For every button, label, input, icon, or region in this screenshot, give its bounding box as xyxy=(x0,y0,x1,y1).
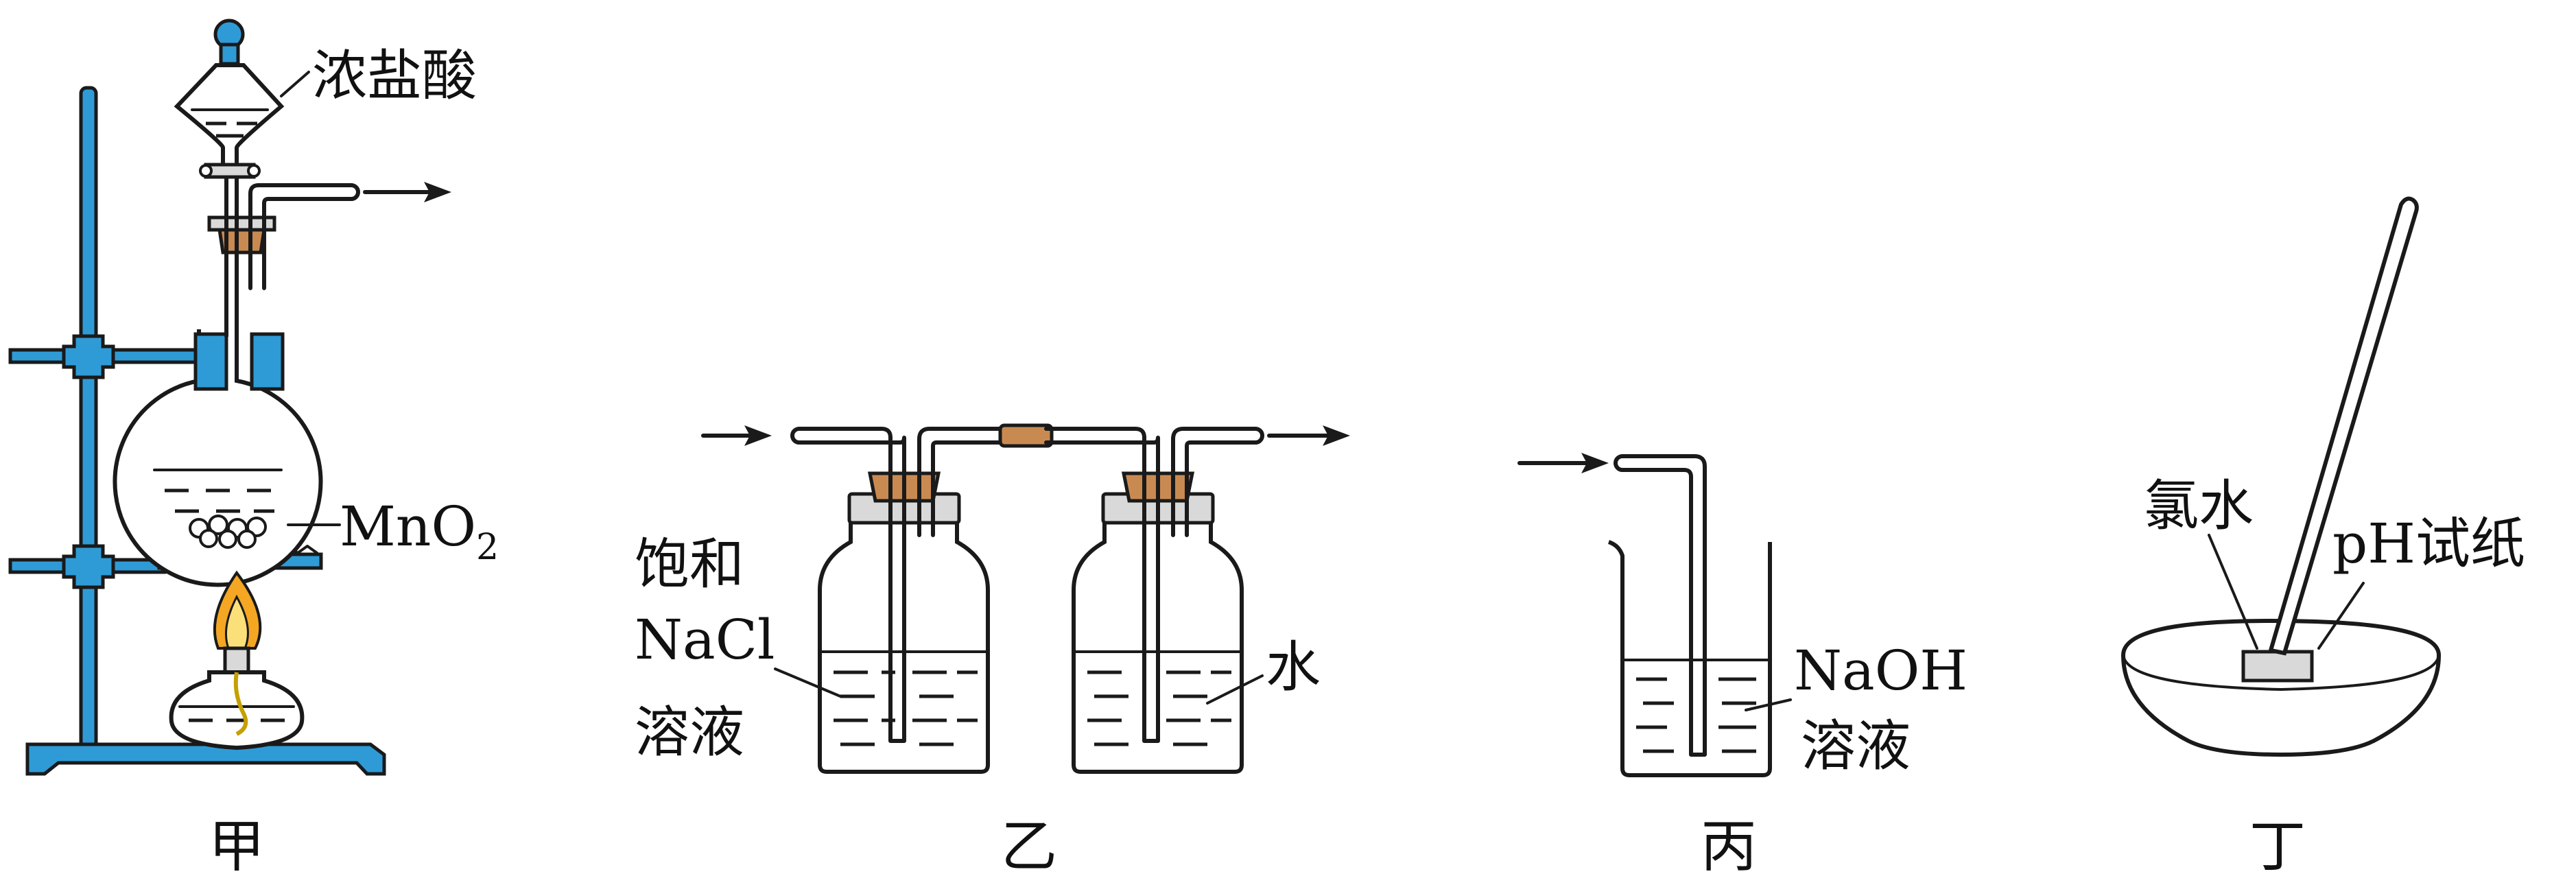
ding-paper-label: pH试纸 xyxy=(2332,512,2525,576)
bottle2-liquid-label: 水 xyxy=(1266,635,1321,699)
bottle1-label-line2: NaCl xyxy=(635,608,775,672)
bottle1-inlet-end xyxy=(790,427,801,445)
funnel-stopper-neck xyxy=(219,43,240,66)
caption-jia: 甲 xyxy=(209,814,265,874)
glass-rod xyxy=(2268,196,2419,656)
watch-glass-rim xyxy=(2122,654,2440,691)
ding-leader-left xyxy=(2208,534,2258,650)
bottle1-label-line3: 溶液 xyxy=(635,700,744,764)
stand-rod xyxy=(79,86,98,759)
caption-bing: 丙 xyxy=(1701,814,1757,874)
stand-base xyxy=(25,742,386,776)
ding-liquid-label: 氯水 xyxy=(2144,474,2254,538)
rubber-connector xyxy=(998,423,1054,448)
bing-delivery-tube xyxy=(1620,454,1707,757)
upper-clamp-boss xyxy=(62,334,115,379)
bottle1-outlet-tube xyxy=(917,427,1007,537)
gas-outlet-end xyxy=(349,183,360,201)
beaker-liquid-dashes xyxy=(1636,677,1756,753)
apparatus-bing: NaOH 溶液 丙 xyxy=(1517,453,1968,874)
lamp-wick xyxy=(233,672,248,736)
bottle1-leader-line xyxy=(774,668,842,698)
bottle1-liquid-dashes xyxy=(834,670,978,746)
caption-ding: 丁 xyxy=(2249,814,2306,874)
bottle2-liquid-dashes xyxy=(1087,670,1231,746)
bing-leader-line xyxy=(1745,698,1792,711)
funnel-liquid-dashes xyxy=(206,121,257,138)
bottle2-outlet-end xyxy=(1253,427,1264,445)
funnel-reagent-label: 浓盐酸 xyxy=(312,44,477,108)
neck-clamp-right xyxy=(250,332,285,391)
bing-label-line1: NaOH xyxy=(1794,639,1968,702)
bing-inlet-arrowhead xyxy=(1581,453,1609,473)
gas-outlet-tube xyxy=(248,183,353,290)
bottle1-inlet-tube xyxy=(797,427,906,743)
bottle1-label-line1: 饱和 xyxy=(635,532,744,596)
ph-test-paper xyxy=(2241,650,2314,683)
watch-glass xyxy=(2120,618,2442,757)
stopcock-handle-left xyxy=(199,164,213,178)
funnel-leader-line xyxy=(280,71,310,97)
lower-clamp-boss xyxy=(62,544,115,589)
round-bottom-flask xyxy=(113,329,323,587)
caption-yi: 乙 xyxy=(1001,814,1057,874)
jia-arrowhead xyxy=(424,182,451,202)
bing-tube-end xyxy=(1614,454,1624,472)
apparatus-yi: 饱和 NaCl 溶液 水 乙 xyxy=(635,423,1350,874)
solid-reagent-label: MnO2 xyxy=(340,495,499,568)
bottle2-inlet-tube xyxy=(1044,427,1160,743)
apparatus-ding: 氯水 pH试纸 丁 xyxy=(2120,196,2525,874)
bottle2-leader-line xyxy=(1206,674,1264,705)
flask-liquid-dashes xyxy=(165,488,274,513)
bottle2-outlet-tube xyxy=(1171,427,1257,537)
stopcock-handle-right xyxy=(247,164,261,178)
yi-outlet-arrowhead xyxy=(1323,425,1350,446)
alcohol-lamp xyxy=(169,670,305,751)
lamp-wick-holder xyxy=(223,646,250,674)
separatory-funnel xyxy=(174,63,285,170)
mno2-granules xyxy=(189,515,267,549)
funnel-stopcock xyxy=(204,163,256,179)
ding-leader-right xyxy=(2317,582,2365,650)
yi-inlet-arrowhead xyxy=(744,425,772,446)
bing-label-line2: 溶液 xyxy=(1801,714,1911,778)
apparatus-jia: 浓盐酸 MnO2 甲 xyxy=(8,19,499,874)
neck-clamp-left xyxy=(193,332,228,391)
